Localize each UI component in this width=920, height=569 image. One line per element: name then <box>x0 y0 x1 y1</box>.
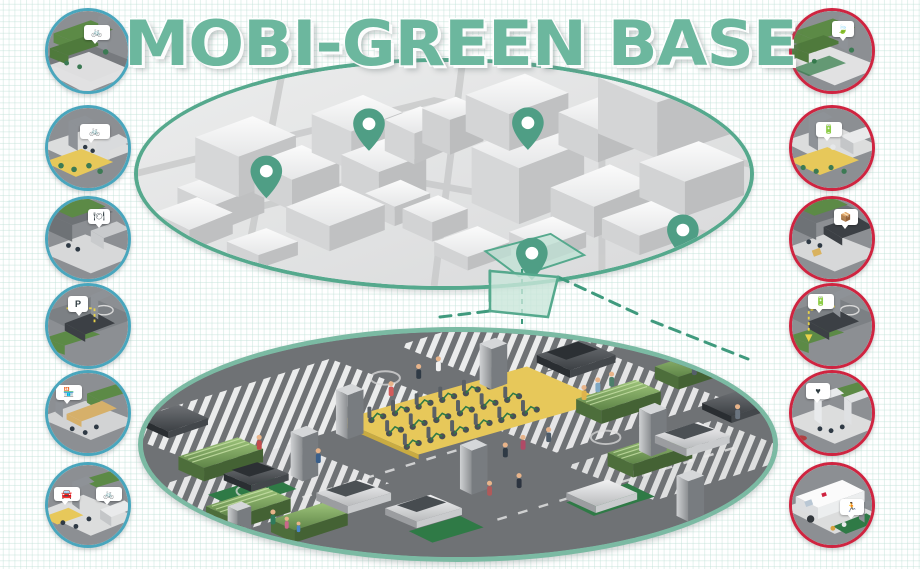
restaurant-icon: 🍽 <box>88 209 110 228</box>
bicycle-parking-icon: 🚲 <box>84 25 110 44</box>
badge-health[interactable]: ♥ Health and wellness shelter <box>789 370 875 456</box>
heart-icon: ♥ <box>806 383 830 403</box>
badge-bike-share[interactable]: 🚲 Shared bicycle plaza <box>45 105 131 191</box>
badge-parking[interactable]: P Vehicle parking bay <box>45 283 131 369</box>
badge-greenery[interactable]: 🍃 Urban greening modules <box>789 8 875 94</box>
bicycle-icon: 🚲 <box>80 124 110 143</box>
market-stall-icon: 🏪 <box>56 385 82 404</box>
delivery-box-icon: 📦 <box>834 209 858 229</box>
badge-modal-transfer[interactable]: 🚘 🚲 Car to pedestrian transfer point <box>45 462 131 548</box>
street-scene-ellipse[interactable]: Isometric mobility hub street scene <box>138 327 778 562</box>
badge-market[interactable]: 🏪 Street market / community stall <box>45 370 131 456</box>
leaf-icon: 🍃 <box>832 21 854 41</box>
map-pin-group <box>250 107 699 281</box>
parking-icon: P <box>68 296 88 316</box>
city-map-ellipse[interactable]: 3D isometric city block map <box>134 58 754 290</box>
emergency-exit-icon: 🏃 <box>840 499 864 519</box>
badge-emergency[interactable]: 🏃 Ambulance / emergency response <box>789 462 875 548</box>
charging-pylons <box>227 337 705 547</box>
battery-charging-icon: 🔋 <box>808 294 834 313</box>
battery-charging-icon: 🔋 <box>816 122 842 141</box>
car-bicycle-icon: 🚲 <box>96 487 122 505</box>
badge-bike-parking[interactable]: 🚲 Bike parking under green canopy <box>45 8 131 94</box>
car-pedestrian-icon: 🚘 <box>54 487 80 505</box>
badge-dining[interactable]: 🍽 Food and dining stop <box>45 196 131 282</box>
badge-logistics[interactable]: 📦 Delivery and logistics dock <box>789 196 875 282</box>
vehicles <box>143 339 772 529</box>
badge-charging-plaza[interactable]: 🔋 EV charging at bike plaza <box>789 105 875 191</box>
pedestrians <box>256 354 741 533</box>
badge-ev-charging[interactable]: 🔋 EV charging bay <box>789 283 875 369</box>
